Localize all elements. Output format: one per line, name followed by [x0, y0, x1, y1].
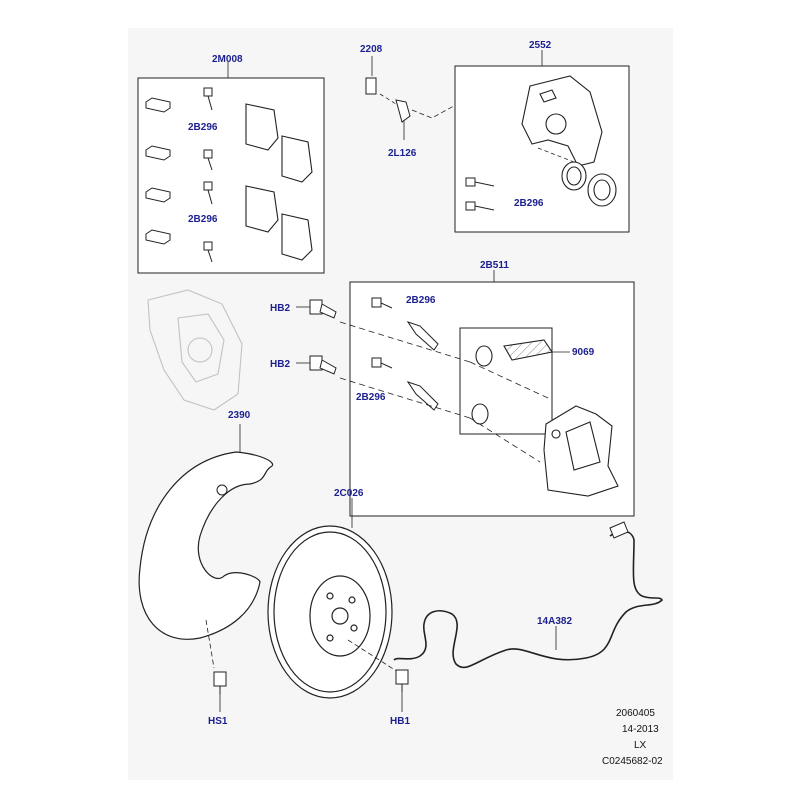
- sensor-plug-icon: [609, 521, 629, 539]
- callout-caliper[interactable]: 2552: [529, 40, 552, 51]
- callout-wear-sensor[interactable]: 14A382: [537, 616, 572, 627]
- pad-kit-group[interactable]: 2M008 2B296 2B296: [137, 54, 325, 274]
- callout-disc[interactable]: 2C026: [334, 488, 364, 499]
- guide-bolt-icon: [203, 87, 213, 263]
- bleed-cap-icon: [395, 99, 411, 123]
- callout-bleed-screw[interactable]: 2208: [360, 44, 383, 55]
- shield-screw-group[interactable]: HS1: [205, 619, 228, 727]
- brake-pad-icon: [245, 103, 313, 261]
- shield-screw-icon: [213, 671, 227, 694]
- reference-line-1: 2060405: [616, 708, 655, 719]
- callout-bolt-d[interactable]: 2B296: [406, 295, 436, 306]
- callout-shield-screw[interactable]: HS1: [208, 716, 228, 727]
- callout-pad-kit[interactable]: 2M008: [212, 54, 243, 65]
- callout-bolt-a[interactable]: 2B296: [188, 122, 218, 133]
- bleed-screw-icon: [365, 77, 377, 95]
- ghost-caliper-icon: [147, 289, 243, 411]
- callout-carrier-kit[interactable]: 2B511: [480, 260, 509, 271]
- brake-disc-group[interactable]: 2C026: [267, 488, 393, 699]
- callout-pin-boot[interactable]: 9069: [572, 347, 595, 358]
- reference-line-3: LX: [634, 740, 647, 751]
- carrier-bolt-group[interactable]: HB2 HB2: [270, 299, 337, 375]
- callout-splash-shield[interactable]: 2390: [228, 410, 251, 421]
- carrier-dashes: [339, 321, 549, 463]
- piston-seal-icon: [561, 161, 617, 207]
- reference-line-2: 14-2013: [622, 724, 659, 735]
- anti-rattle-clip-icon: [145, 97, 171, 245]
- carrier-bracket-icon: [543, 405, 619, 497]
- disc-screw-icon: [395, 669, 409, 692]
- callout-bleed-cap[interactable]: 2L126: [388, 148, 417, 159]
- reference-block: 2060405 14-2013 LX C0245682-02: [602, 708, 663, 767]
- wear-sensor-icon: [393, 530, 663, 669]
- splash-shield-group[interactable]: 2390: [138, 410, 274, 640]
- callout-disc-screw[interactable]: HB1: [390, 716, 410, 727]
- wear-sensor-group[interactable]: 14A382: [393, 521, 663, 669]
- callout-bolt-c[interactable]: 2B296: [514, 198, 544, 209]
- caliper-icon: [521, 75, 603, 167]
- guide-pin-icon: [371, 297, 439, 411]
- callout-carrier-bolt-bottom[interactable]: HB2: [270, 359, 290, 370]
- callout-bolt-b[interactable]: 2B296: [188, 214, 218, 225]
- callout-bolt-e[interactable]: 2B296: [356, 392, 386, 403]
- reference-line-4: C0245682-02: [602, 756, 663, 767]
- splash-shield-icon: [138, 451, 274, 640]
- carrier-kit-group[interactable]: 2B511 2B296 2B296 9069: [339, 260, 635, 517]
- brake-disc-icon: [267, 525, 393, 699]
- disc-screw-group[interactable]: HB1: [347, 639, 410, 727]
- caliper-group[interactable]: 2552 2B296: [454, 40, 630, 233]
- caliper-bolt-icon: [465, 177, 495, 211]
- callout-carrier-bolt-top[interactable]: HB2: [270, 303, 290, 314]
- shield-hole-icon: [216, 484, 228, 496]
